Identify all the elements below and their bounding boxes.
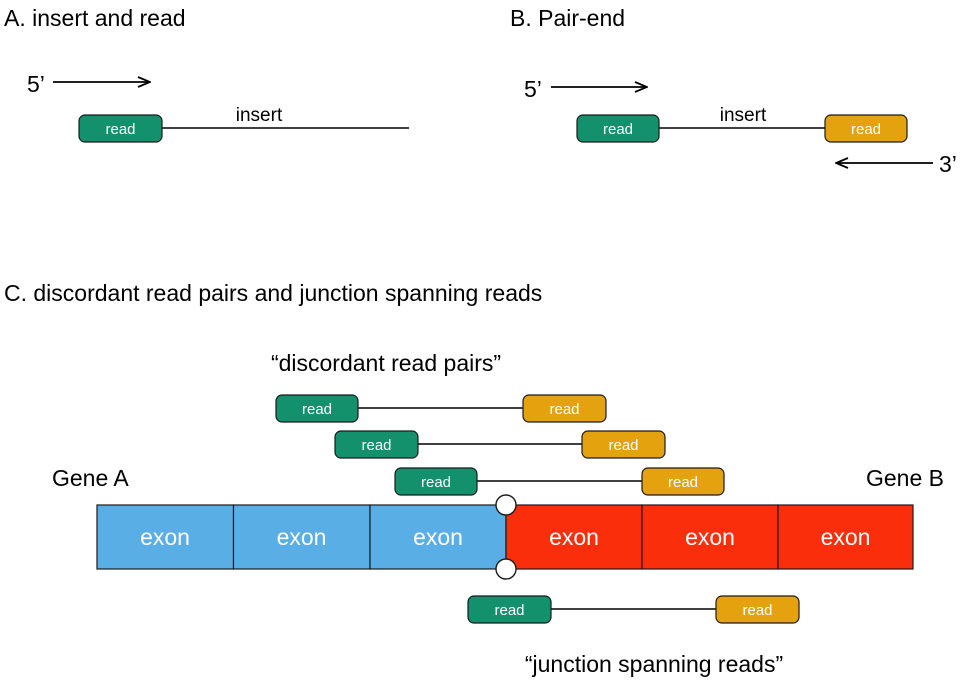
panel-c: C. discordant read pairs and junction sp… bbox=[4, 280, 944, 677]
junction-caption: “junction spanning reads” bbox=[525, 651, 783, 677]
exon-block-gene-a bbox=[96, 504, 235, 570]
read-left-label: read bbox=[361, 437, 391, 454]
panel-a-read-label: read bbox=[105, 121, 135, 138]
read-right-box bbox=[641, 467, 725, 496]
exon-block-gene-b bbox=[505, 504, 643, 570]
gene-b-label: Gene B bbox=[866, 465, 944, 491]
panel-a-5prime-label: 5’ bbox=[27, 71, 45, 97]
exon-label: exon bbox=[821, 524, 871, 550]
gene-a-label: Gene A bbox=[52, 465, 129, 491]
panel-b-read-right-box bbox=[824, 114, 908, 143]
panel-b-read-left-label: read bbox=[603, 121, 633, 138]
read-left-box bbox=[275, 394, 359, 423]
discordant-pair: read read bbox=[334, 430, 666, 459]
read-left-label: read bbox=[494, 602, 524, 619]
read-right-label: read bbox=[742, 602, 772, 619]
panel-a-insert-label: insert bbox=[236, 105, 283, 126]
exon-label: exon bbox=[277, 524, 327, 550]
read-right-label: read bbox=[549, 401, 579, 418]
panel-b-3prime-label: 3’ bbox=[939, 151, 957, 177]
read-left-label: read bbox=[302, 401, 332, 418]
panel-a-read-box bbox=[78, 114, 163, 143]
read-left-box bbox=[467, 595, 552, 624]
read-left-box bbox=[394, 467, 478, 496]
exon-label: exon bbox=[685, 524, 735, 550]
read-left-label: read bbox=[421, 474, 451, 491]
exon-block-gene-a bbox=[232, 504, 371, 570]
exon-label: exon bbox=[549, 524, 599, 550]
read-right-box bbox=[522, 394, 607, 423]
read-right-label: read bbox=[668, 474, 698, 491]
read-right-box bbox=[715, 595, 800, 624]
read-right-box bbox=[581, 430, 666, 459]
exon-track: exon exon exon exon exon exon bbox=[96, 494, 914, 580]
panel-b-read-right-label: read bbox=[851, 121, 881, 138]
discordant-pair: read read bbox=[275, 394, 607, 423]
exon-block-gene-b bbox=[641, 504, 779, 570]
panel-b-insert-label: insert bbox=[720, 105, 767, 126]
exon-block-gene-a bbox=[369, 504, 507, 570]
panel-b-title: B. Pair-end bbox=[510, 5, 625, 31]
junction-spanning-pair: read read bbox=[467, 595, 800, 624]
discordant-pair: read read bbox=[394, 467, 725, 496]
read-left-box bbox=[334, 430, 419, 459]
panel-b: B. Pair-end 5’ insert read read 3’ bbox=[510, 5, 957, 177]
breakpoint-bottom-icon bbox=[495, 558, 517, 580]
exon-label: exon bbox=[140, 524, 190, 550]
breakpoint-top-icon bbox=[495, 494, 517, 516]
read-right-label: read bbox=[608, 437, 638, 454]
discordant-caption: “discordant read pairs” bbox=[271, 350, 501, 376]
panel-b-5prime-label: 5’ bbox=[524, 76, 542, 102]
panel-c-title: C. discordant read pairs and junction sp… bbox=[4, 280, 542, 306]
exon-label: exon bbox=[413, 524, 463, 550]
exon-block-gene-b bbox=[777, 504, 914, 570]
panel-a-title: A. insert and read bbox=[4, 5, 186, 31]
panel-a: A. insert and read 5’ insert read bbox=[4, 5, 409, 143]
panel-b-read-left-box bbox=[576, 114, 660, 143]
